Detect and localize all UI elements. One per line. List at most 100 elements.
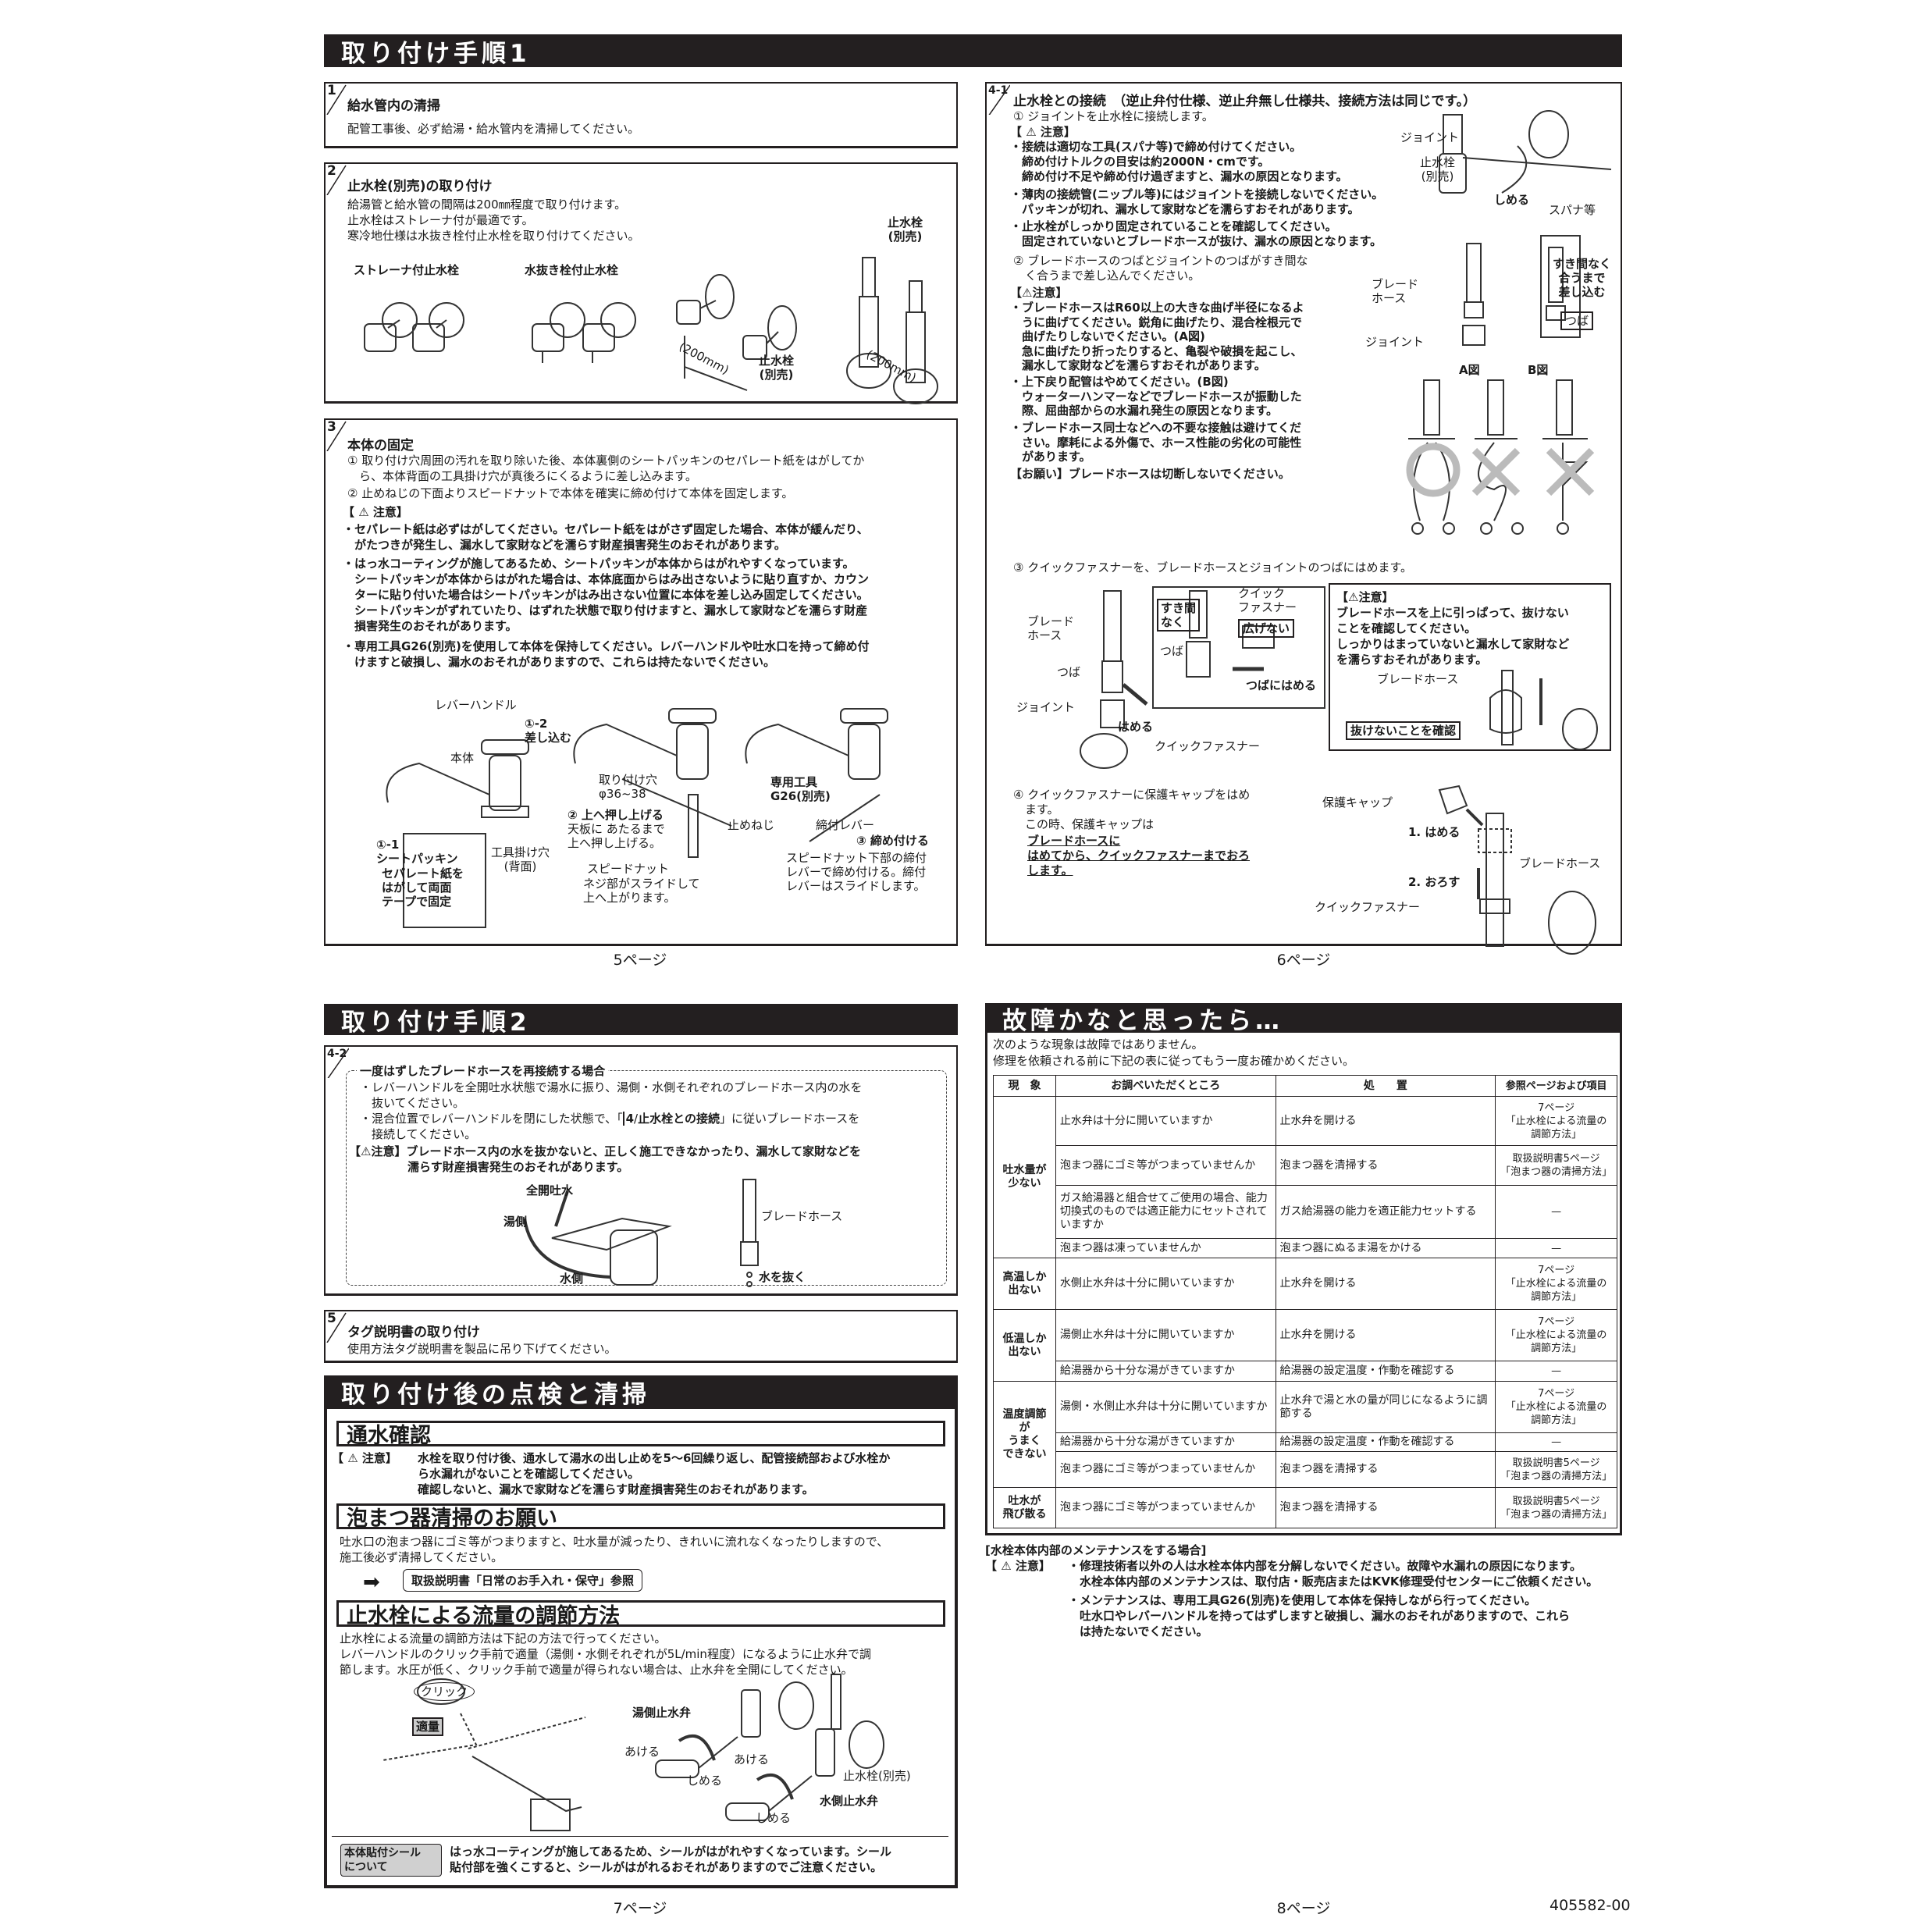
label-tighten: しめる [1494,193,1530,207]
stop-valves-illustration [364,257,938,404]
title-text: 取り付け手順2 [341,1008,531,1037]
step-number: 4-1 [988,84,1009,97]
symptom-cell: 低温しか 出ない [993,1309,1056,1382]
step-number: 3 [327,419,336,435]
maintenance-bullet: ・修理技術者以外の人は水栓本体内部を分解しないでください。故障や水漏れの原因にな… [1068,1559,1599,1589]
label-flange: つば [1560,311,1594,330]
caution-label: 【 ⚠ 注意】 [343,505,408,519]
page-number: 8ページ [1276,1900,1331,1917]
caution-item: ・ブレードホース同士などへの不要な接触は避けてくだ さい。摩耗による外傷で、ホー… [1010,421,1302,464]
label-step-2-desc: 天板に あたるまで 上へ押し上げる。 [568,822,665,850]
divider [332,1836,948,1837]
lever-drain-illustration [523,1179,759,1287]
bullet-text: 」に従いブレードホースを 接続してください。 [372,1112,860,1141]
label-braided-hose: ブレードホース [1519,856,1601,870]
label-no-gap: すき間 なく [1157,599,1201,632]
label-proper-amount: 適量 [412,1717,444,1736]
check-cell: 止水弁は十分に開いていますか [1055,1096,1276,1146]
label-braided-hose: ブレードホース [761,1209,843,1223]
step-2-box: 2 止水栓(別売)の取り付け 給湯管と給水管の間隔は200㎜程度で取り付けます。… [324,162,958,404]
column-header: 処 置 [1275,1075,1496,1097]
table-row: 泡まつ器にゴミ等がつまっていませんか泡まつ器を清掃する取扱説明書5ページ 「泡ま… [994,1145,1617,1186]
label-close: しめる [756,1811,792,1825]
reference-cell: 取扱説明書5ページ 「泡まつ器の清掃方法」 [1495,1451,1617,1488]
label-close: しめる [687,1774,723,1788]
label-tool-hole: 工具掛け穴 (背面) [491,845,550,873]
label-joint: ジョイント [1365,335,1425,349]
bullet-text: ・混合位置でレバーハンドルを閉にした状態で、「 [360,1112,623,1126]
label-valve-sold-separately: 止水栓 (別売) [759,354,795,382]
label-cold-side: 水側 [560,1272,584,1286]
label-special-tool: 専用工具 G26(別売) [770,775,831,803]
label-valve-sold-separately: 止水栓 (別売) [888,215,923,244]
step-4-1-box: 4-1 止水栓との接続 （逆止弁付仕様、逆止弁無し仕様共、接続方法は同じです。）… [985,82,1622,955]
label-quick-fastener: クイックファスナー [1155,739,1261,753]
check-cell: 泡まつ器は凍っていませんか [1055,1238,1276,1258]
symptom-cell: 温度調節が うまく できない [993,1381,1056,1488]
step-number: 4-2 [327,1048,347,1060]
label-open: あける [624,1745,660,1759]
step-instruction: ① 取り付け穴周囲の汚れを取り除いた後、本体裏側のシートパッキンのセパレート紙を… [347,454,865,483]
flow-adjust-text: 止水栓による流量の調節方法は下記の方法で行ってください。 レバーハンドルのクリッ… [340,1631,871,1677]
label-click: クリック [414,1682,475,1701]
action-cell: 止水弁を開ける [1275,1309,1496,1361]
table-row: 泡まつ器にゴミ等がつまっていませんか泡まつ器を清掃する取扱説明書5ページ 「泡ま… [994,1451,1617,1488]
label-open: あける [734,1752,770,1767]
caution-item: ・止水栓がしっかり固定されていることを確認してください。 固定されていないとブレ… [1010,219,1382,248]
label-protective-cap: 保護キャップ [1322,795,1393,809]
step-5-box: 5 タグ説明書の取り付け 使用方法タグ説明書を製品に吊り下げてください。 [324,1310,958,1363]
step-instruction: ② ブレードホースのつばとジョイントのつばがすき間な く合うまで差し込んでくださ… [1013,254,1308,283]
caution-item: ・ブレードホースはR60以上の大きな曲げ半径になるよ うに曲げてください。鋭角に… [1010,301,1304,372]
check-cell: ガス給湯器と組合せてご使用の場合、能力切換式のものでは適正能力にセットされていま… [1055,1185,1276,1239]
caution-item: ・接続は適切な工具(スパナ等)で締め付けてください。 締め付けトルクの目安は約2… [1010,140,1348,183]
step-instruction: ④ クイックファスナーに保護キャップをはめ ます。 この時、保護キャップは [1013,788,1251,831]
step-instruction: ② 止めねじの下面よりスピードナットで本体を確実に締め付けて本体を固定します。 [347,486,794,500]
manual-reference: 取扱説明書「日常のお手入れ・保守」参照 [403,1569,643,1592]
label-insert-no-gap: すき間なく 合うまで 差し込む [1553,257,1612,299]
label-strainer-valve: ストレーナ付止水栓 [354,263,460,277]
label-stop-valve: 止水栓(別売) [843,1769,911,1783]
label-stop-valve: 止水栓 (別売) [1420,155,1456,183]
label-drain-valve: 水抜き栓付止水栓 [525,263,619,277]
caution-text: ブレードホースを上に引っぱって、抜けない ことを確認してください。 しっかりはま… [1336,606,1570,667]
label-do-not-spread: 広げない [1238,619,1295,638]
action-cell: 給湯器の設定温度・作動を確認する [1275,1361,1496,1382]
check-cell: 湯側止水弁は十分に開いていますか [1055,1309,1276,1361]
action-cell: 給湯器の設定温度・作動を確認する [1275,1432,1496,1452]
table-row: 給湯器から十分な湯がきていますか給湯器の設定温度・作動を確認する— [994,1432,1617,1452]
label-step-lower: 2. おろす [1408,875,1461,889]
check-cell: 給湯器から十分な湯がきていますか [1055,1361,1276,1382]
subheading-text: 通水確認 [347,1424,431,1448]
label-braided-hose: ブレード ホース [1027,614,1075,642]
joint-valve-illustration [1439,110,1612,194]
caution-label: 【 ⚠ 注意】 [332,1451,397,1465]
label-stop-screw: 止めねじ [728,818,775,832]
label-step-2: ② 上へ押し上げる [568,808,664,822]
step-4-reference: 止水栓との接続 [638,1112,720,1126]
step-number: 5 [327,1311,336,1326]
caution-label: 【⚠注意】 [1336,590,1394,604]
table-row: 吐水が 飛び散る泡まつ器にゴミ等がつまっていませんか泡まつ器を清掃する取扱説明書… [993,1487,1617,1528]
hose-routing-illustration [1406,379,1595,535]
step-4-2-box: 4-2 一度はずしたブレードホースを再接続する場合 ・レバーハンドルを全開吐水状… [324,1045,958,1296]
instruction-bullet: ・混合位置でレバーハンドルを閉にした状態で、「4/止水栓との接続」に従いブレード… [360,1112,860,1141]
label-lever-handle: レバーハンドル [435,698,517,712]
label-fit-to-flange: つばにはめる [1246,678,1317,692]
step-heading: 一度はずしたブレードホースを再接続する場合 [357,1062,609,1079]
symptom-cell: 高温しか 出ない [993,1258,1056,1310]
request-note: 【お願い】ブレードホースは切断しないでください。 [1010,467,1290,481]
symptom-cell: 吐水が 飛び散る [993,1487,1056,1528]
arrow-right-icon: ➡ [363,1571,380,1594]
page-number: 5ページ [613,952,667,969]
caution-item: ・専用工具G26(別売)を使用して本体を保持してください。レバーハンドルや吐水口… [343,639,870,669]
column-header: 参照ページおよび項目 [1495,1075,1617,1097]
caution-text: 【⚠注意】ブレードホース内の水を抜かないと、正しく施工できなかったり、漏水して家… [349,1144,862,1174]
subheading-water-check: 通水確認 [336,1421,945,1448]
pull-test-caution-box: 【⚠注意】 ブレードホースを上に引っぱって、抜けない ことを確認してください。 … [1329,583,1611,751]
action-cell: 泡まつ器を清掃する [1275,1487,1496,1528]
label-separate-paper: セパレート紙を はがして両面 テープで固定 [382,866,464,909]
action-cell: ガス給湯器の能力を適正能力セットする [1275,1185,1496,1239]
label-step-3: ③ 締め付ける [856,834,929,848]
label-hot-side: 湯側 [503,1215,528,1229]
